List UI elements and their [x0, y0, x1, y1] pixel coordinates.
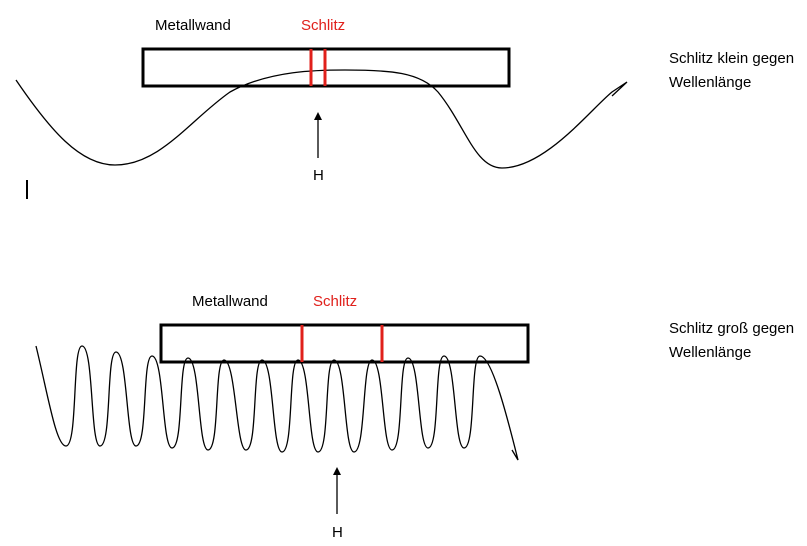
- bottom-caption-line2: Wellenlänge: [669, 344, 752, 361]
- top-wall-label: Metallwand: [155, 17, 231, 34]
- bottom-caption: Schlitz groß gegen Wellenlänge: [669, 317, 794, 365]
- bottom-h-label: H: [332, 524, 343, 541]
- bottom-slit-label: Schlitz: [313, 293, 358, 310]
- top-caption: Schlitz klein gegen Wellenlänge: [669, 47, 794, 95]
- top-caption-line2: Wellenlänge: [669, 74, 752, 91]
- bottom-panel: [35, 323, 530, 514]
- top-slit-label: Schlitz: [301, 17, 346, 34]
- top-panel: [15, 47, 628, 199]
- bottom-wave: [35, 345, 519, 461]
- bottom-caption-line1: Schlitz groß gegen: [669, 320, 795, 337]
- top-wave: [15, 69, 628, 169]
- bottom-wall-label: Metallwand: [192, 293, 268, 310]
- top-h-label: H: [313, 167, 324, 184]
- bottom-metal-wall: [159, 323, 530, 364]
- top-h-arrowhead: [314, 112, 322, 120]
- top-caption-line1: Schlitz klein gegen: [669, 50, 795, 67]
- bottom-h-arrowhead: [333, 467, 341, 475]
